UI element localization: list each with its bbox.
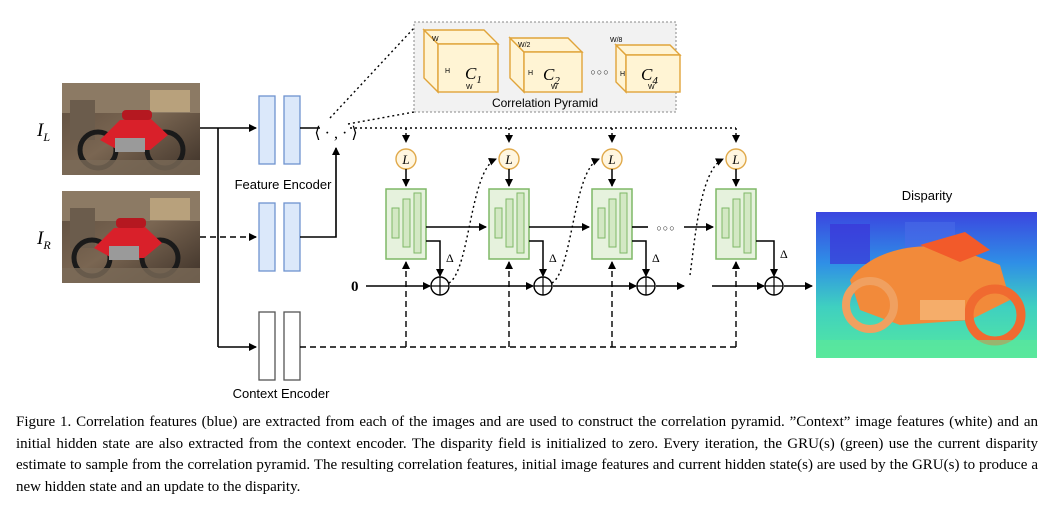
- sum-node-3: [636, 276, 656, 296]
- context-encoder-label: Context Encoder: [233, 386, 331, 401]
- gru-ellipsis: ○○○: [656, 223, 675, 233]
- gru-unit-1: [385, 188, 427, 260]
- correlation-volume-c1: W H W C1: [422, 28, 500, 94]
- svg-text:W: W: [432, 36, 439, 43]
- lookup-node-3: L: [601, 148, 623, 170]
- correlation-pyramid: W H W C1 W/2 H W C2 ○○○ W/8 H W C4 Corre…: [413, 21, 682, 113]
- pyramid-ellipsis: ○○○: [590, 67, 609, 77]
- input-image-right: [62, 191, 200, 283]
- pyramid-zoom-line-top: [329, 27, 415, 119]
- svg-text:H: H: [528, 70, 533, 77]
- svg-text:L: L: [731, 152, 739, 167]
- arrow-features-to-correlation: [300, 147, 340, 238]
- disparity-map: [816, 212, 1037, 358]
- raft-stereo-diagram: IL IR Feature Encoder Context Encoder ⟨ …: [36, 21, 1037, 401]
- gru-unit-2: [488, 188, 530, 260]
- delta-label-4: Δ: [780, 247, 788, 261]
- correlation-volume-c4: W/8 H W C4: [610, 37, 682, 94]
- delta-label-2: Δ: [549, 251, 557, 265]
- svg-text:H: H: [445, 68, 450, 75]
- disparity-title: Disparity: [902, 188, 953, 203]
- correlation-volume-c2: W/2 H W C2: [508, 36, 584, 94]
- sum-node-1: [430, 276, 450, 296]
- svg-text:C4: C4: [641, 65, 658, 87]
- svg-text:C2: C2: [543, 65, 560, 87]
- svg-text:W: W: [466, 84, 473, 91]
- svg-text:C1: C1: [465, 64, 482, 86]
- gru-unit-4: [715, 188, 757, 260]
- svg-text:W/8: W/8: [610, 37, 623, 44]
- figure-caption: Figure 1. Correlation features (blue) ar…: [16, 414, 1038, 495]
- svg-text:W: W: [648, 84, 655, 91]
- svg-text:L: L: [504, 152, 512, 167]
- context-encoder: [258, 311, 301, 381]
- svg-text:L: L: [401, 152, 409, 167]
- correlation-operator: ⟨ · , · ⟩: [314, 125, 357, 142]
- svg-text:L: L: [607, 152, 615, 167]
- feature-encoder-label: Feature Encoder: [235, 177, 333, 192]
- lookup-node-4: L: [725, 148, 747, 170]
- lookup-node-1: L: [395, 148, 417, 170]
- svg-text:H: H: [620, 71, 625, 78]
- delta-label-1: Δ: [446, 251, 454, 265]
- feature-encoder-top: [258, 95, 301, 165]
- lookup-node-2: L: [498, 148, 520, 170]
- svg-text:W: W: [551, 84, 558, 91]
- pyramid-title: Correlation Pyramid: [492, 96, 598, 110]
- sum-node-4: [764, 276, 784, 296]
- svg-text:W/2: W/2: [518, 42, 531, 49]
- gru-unit-3: [591, 188, 633, 260]
- disparity-init-label: 0: [351, 279, 359, 295]
- input-right-label: IR: [36, 228, 51, 252]
- pyramid-zoom-line-bottom: [347, 111, 415, 125]
- input-image-left: [62, 83, 200, 175]
- sum-node-2: [533, 276, 553, 296]
- delta-label-3: Δ: [652, 251, 660, 265]
- feature-encoder-bottom: [258, 202, 301, 272]
- input-left-label: IL: [36, 120, 50, 144]
